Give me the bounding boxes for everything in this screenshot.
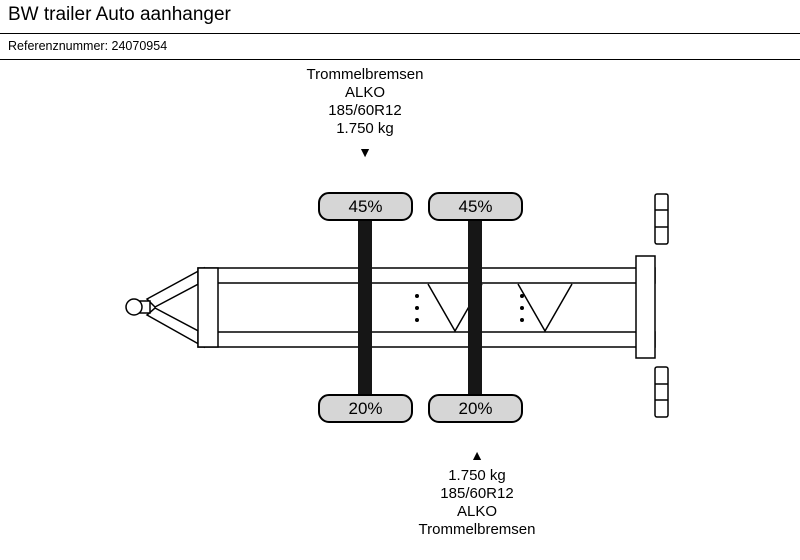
- rear-bumper-bottom: [654, 366, 669, 418]
- rear-bumper-top: [654, 193, 669, 245]
- reference-label: Referenznummer:: [8, 39, 109, 53]
- rivet-holes: [415, 294, 524, 322]
- arrow-up-icon: ▲: [470, 447, 484, 463]
- tire-axle2-right: 20%: [428, 394, 523, 423]
- cross-braces: [427, 283, 573, 333]
- reference-row: Referenznummer: 24070954: [0, 34, 800, 60]
- spec-line-load: 1.750 kg: [448, 467, 506, 484]
- frame-bottom-rail: [197, 331, 656, 348]
- tire-axle2-left: 45%: [428, 192, 523, 221]
- spec-line-brakes: Trommelbremsen: [306, 66, 424, 83]
- drawbar-top-arm: [145, 266, 205, 308]
- drawbar-bottom-arm: [145, 307, 205, 349]
- bottom-spec-block: ▲ 1.750 kg 185/60R12 ALKO Trommelbremsen: [327, 448, 627, 539]
- frame-top-rail: [197, 267, 656, 284]
- spec-line-brand: ALKO: [456, 503, 498, 520]
- rear-crossmember: [635, 255, 656, 359]
- axle-1: [358, 218, 372, 398]
- spec-line-tire-size: 185/60R12: [440, 485, 514, 502]
- axle-2: [468, 218, 482, 398]
- tire-axle1-right: 20%: [318, 394, 413, 423]
- reference-value: 24070954: [111, 39, 168, 53]
- spec-line-brakes: Trommelbremsen: [418, 521, 536, 538]
- page-title: BW trailer Auto aanhanger: [0, 0, 800, 34]
- front-crossmember: [197, 267, 219, 348]
- top-spec-block: Trommelbremsen ALKO 185/60R12 1.750 kg ▼: [215, 66, 515, 159]
- hitch-ring: [125, 298, 143, 316]
- spec-line-load: 1.750 kg: [336, 120, 394, 137]
- bumper-ridges: [655, 209, 668, 401]
- arrow-down-icon: ▼: [358, 144, 372, 160]
- tire-axle1-left: 45%: [318, 192, 413, 221]
- spec-line-tire-size: 185/60R12: [328, 102, 402, 119]
- spec-line-brand: ALKO: [344, 84, 386, 101]
